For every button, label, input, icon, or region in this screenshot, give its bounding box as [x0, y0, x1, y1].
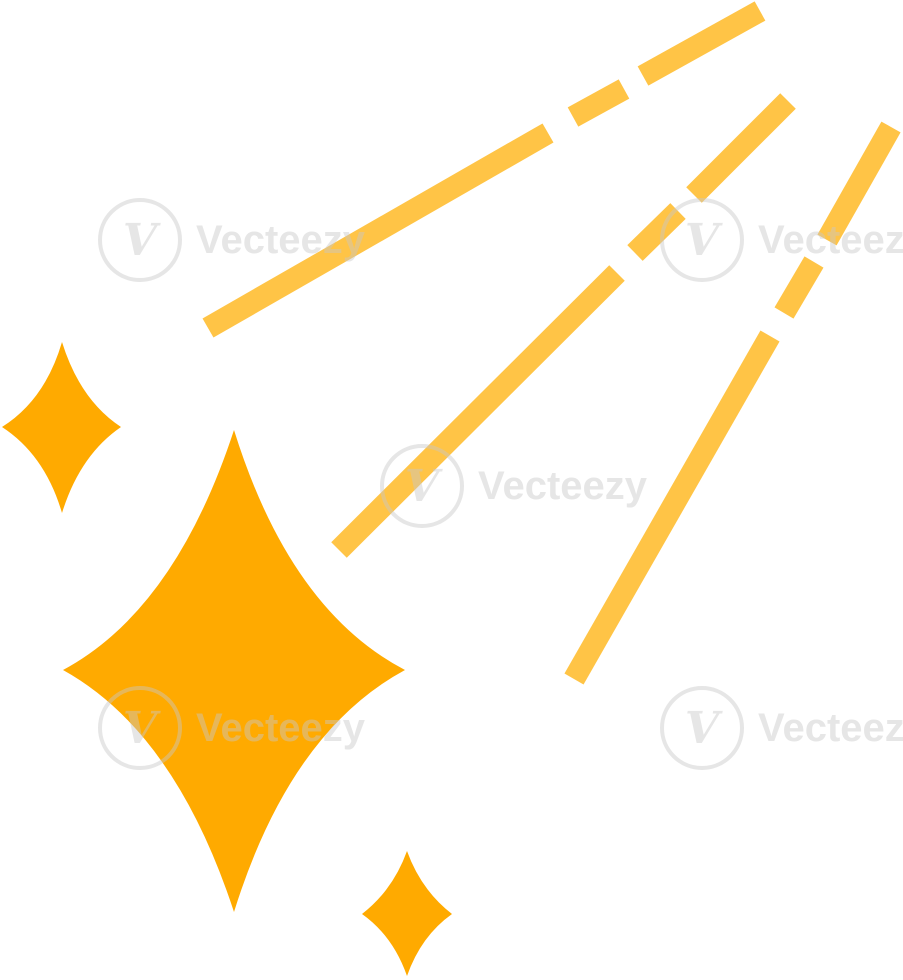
streak-top-segment-2 — [567, 79, 630, 127]
tiny-sparkle-icon — [362, 851, 452, 976]
streak-middle-segment-3 — [686, 93, 796, 203]
sparkles-group — [2, 342, 452, 976]
streak-middle-segment-2 — [627, 203, 686, 261]
streak-right-segment-3 — [817, 121, 901, 246]
small-sparkle-icon — [2, 342, 121, 513]
streak-top-segment-3 — [637, 1, 766, 86]
streak-right-segment-1 — [564, 330, 780, 685]
speed-streak-icon — [202, 1, 901, 685]
streak-middle-segment-1 — [331, 265, 625, 558]
streak-right-segment-2 — [774, 256, 824, 319]
streak-top-segment-1 — [202, 123, 554, 338]
large-sparkle-icon — [63, 430, 405, 912]
